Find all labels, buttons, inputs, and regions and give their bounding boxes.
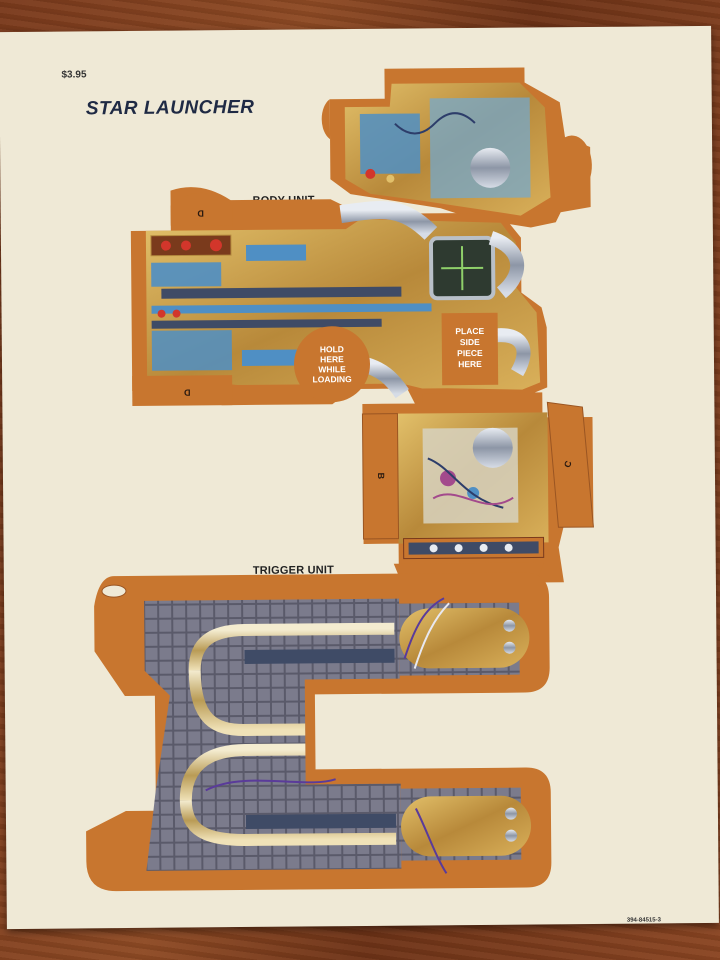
hold-here-marker: HOLD HERE WHILE LOADING bbox=[294, 326, 371, 403]
book-back-cover: $3.95 STAR LAUNCHER BODY UNIT TRIGGER UN… bbox=[0, 25, 719, 930]
top-pod bbox=[321, 67, 592, 228]
place-side-piece-marker: PLACE SIDE PIECE HERE bbox=[441, 312, 499, 386]
svg-text:HOLD: HOLD bbox=[320, 344, 344, 354]
svg-text:HERE: HERE bbox=[458, 359, 482, 369]
svg-text:HERE: HERE bbox=[320, 354, 344, 364]
svg-text:D: D bbox=[197, 208, 204, 218]
cutout-illustration: HOLD HERE WHILE LOADING PLACE SIDE PIECE… bbox=[86, 67, 594, 892]
svg-text:C: C bbox=[562, 459, 574, 469]
body-unit-cutout: HOLD HERE WHILE LOADING PLACE SIDE PIECE… bbox=[130, 67, 594, 599]
svg-text:D: D bbox=[183, 387, 190, 397]
tab-d-top: D bbox=[170, 192, 233, 226]
tab-d-bottom: D bbox=[132, 375, 233, 406]
svg-text:PIECE: PIECE bbox=[457, 348, 483, 358]
svg-text:LOADING: LOADING bbox=[312, 374, 352, 384]
lower-body: B C A bbox=[361, 392, 594, 599]
svg-text:SIDE: SIDE bbox=[460, 337, 480, 347]
svg-text:B: B bbox=[376, 473, 386, 480]
trigger-unit-cutout bbox=[86, 572, 552, 892]
svg-text:PLACE: PLACE bbox=[455, 326, 484, 336]
svg-text:WHILE: WHILE bbox=[318, 364, 346, 374]
